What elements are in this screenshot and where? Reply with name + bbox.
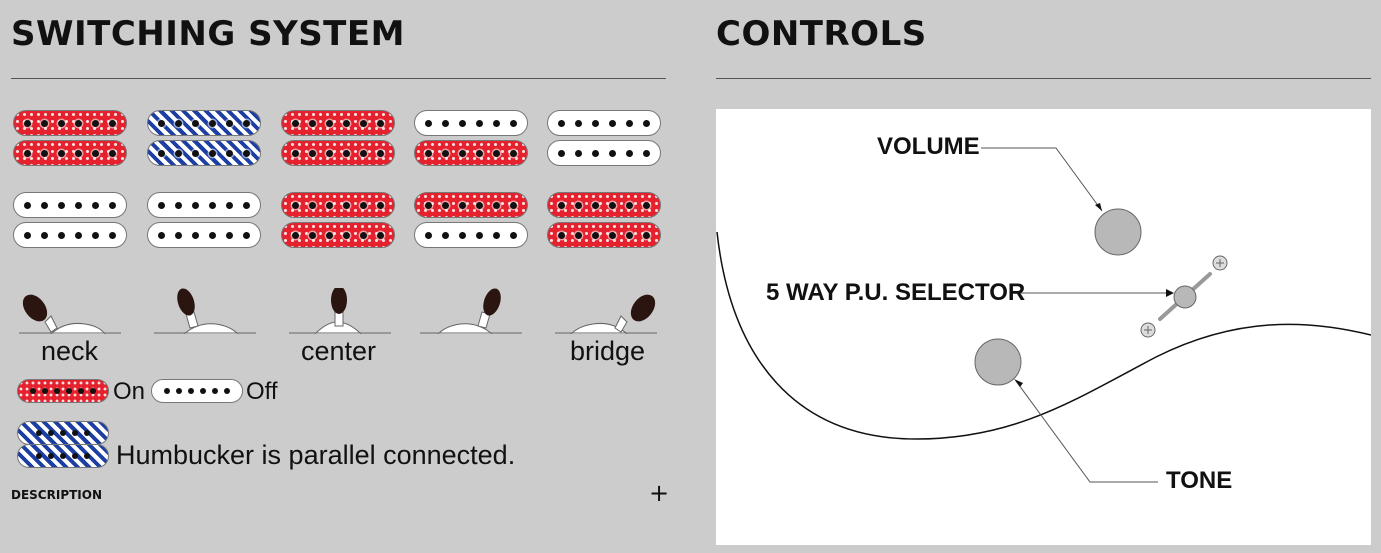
controls-divider bbox=[716, 78, 1371, 79]
pickup-coil-off bbox=[547, 140, 661, 166]
legend-parallel-label: Humbucker is parallel connected. bbox=[116, 440, 516, 470]
pickup-coil-on bbox=[281, 140, 395, 166]
pickup-coil-off bbox=[13, 192, 127, 218]
selector-switch-icon bbox=[1173, 285, 1197, 309]
legend-on-label: On bbox=[113, 378, 146, 405]
humbucker-pickup-icon bbox=[414, 192, 530, 250]
volume-label: VOLUME bbox=[877, 133, 980, 160]
humbucker-pickup-icon bbox=[13, 192, 129, 250]
humbucker-pickup-icon bbox=[547, 110, 663, 168]
selector-label: 5 WAY P.U. SELECTOR bbox=[766, 279, 1026, 306]
pickup-coil-on bbox=[414, 192, 528, 218]
switch-position-5-icon bbox=[555, 288, 661, 334]
switching-system-title: SWITCHING SYSTEM bbox=[11, 14, 405, 54]
pickup-coil-on bbox=[414, 140, 528, 166]
legend-parallel-coil-bottom-icon bbox=[17, 444, 109, 468]
pickup-coil-on bbox=[547, 192, 661, 218]
humbucker-pickup-icon bbox=[414, 110, 530, 168]
pickup-coil-on bbox=[13, 140, 127, 166]
humbucker-pickup-icon bbox=[147, 192, 263, 250]
position-label-bridge: bridge bbox=[570, 336, 646, 366]
description-label[interactable]: DESCRIPTION bbox=[11, 488, 103, 502]
pickup-coil-off bbox=[13, 222, 127, 248]
position-label-neck: neck bbox=[41, 336, 99, 366]
humbucker-pickup-icon bbox=[281, 110, 397, 168]
pickup-coil-off bbox=[414, 222, 528, 248]
pickup-coil-off bbox=[147, 192, 261, 218]
pickup-coil-off bbox=[147, 222, 261, 248]
guitar-body-diagram bbox=[716, 147, 1371, 483]
volume-knob-icon bbox=[1094, 208, 1142, 256]
pickup-coil-on bbox=[281, 222, 395, 248]
humbucker-pickup-icon bbox=[547, 192, 663, 250]
switching-divider bbox=[11, 78, 666, 79]
controls-diagram: VOLUME 5 WAY P.U. SELECTOR TONE bbox=[716, 109, 1371, 545]
pickup-coil-off bbox=[547, 110, 661, 136]
humbucker-pickup-icon bbox=[147, 110, 263, 168]
humbucker-pickup-icon bbox=[13, 110, 129, 168]
position-label-center: center bbox=[301, 336, 377, 366]
switch-position-3-icon bbox=[285, 288, 391, 334]
pickup-coil-par bbox=[147, 140, 261, 166]
legend-parallel-coil-top-icon bbox=[17, 421, 109, 445]
legend-off-label: Off bbox=[246, 378, 278, 405]
humbucker-pickup-icon bbox=[281, 192, 397, 250]
legend-on-coil-icon bbox=[17, 379, 109, 403]
tone-knob-icon bbox=[974, 338, 1022, 386]
pickup-coil-on bbox=[281, 192, 395, 218]
legend-off-coil-icon bbox=[151, 379, 243, 403]
switch-position-1-icon bbox=[15, 288, 121, 334]
switch-position-2-icon bbox=[150, 288, 256, 334]
pickup-coil-on bbox=[281, 110, 395, 136]
controls-title: CONTROLS bbox=[716, 14, 927, 54]
tone-label: TONE bbox=[1166, 467, 1233, 494]
pickup-coil-off bbox=[414, 110, 528, 136]
description-expand-plus-icon[interactable]: + bbox=[648, 479, 670, 507]
pickup-coil-on bbox=[13, 110, 127, 136]
pickup-coil-par bbox=[147, 110, 261, 136]
switch-position-4-icon bbox=[420, 288, 526, 334]
pickup-coil-on bbox=[547, 222, 661, 248]
